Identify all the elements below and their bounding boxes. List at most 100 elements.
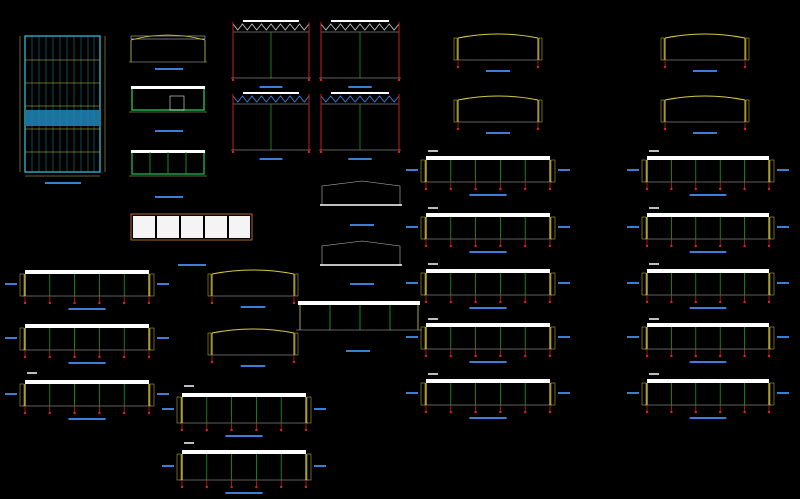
plan-title-bar <box>45 182 81 184</box>
frame-base-marker <box>743 300 746 304</box>
portal-frames[interactable] <box>231 20 401 160</box>
section-1-roof-profile <box>130 34 206 41</box>
section-3[interactable] <box>129 150 207 198</box>
arch-title-bar <box>693 70 717 72</box>
portal-frame-0[interactable] <box>231 20 311 88</box>
frame-title-bar <box>225 435 263 437</box>
frame-base-marker <box>548 354 552 358</box>
frame-left-hatch <box>641 159 647 183</box>
frame-base-marker <box>180 485 184 489</box>
frame-base-marker <box>280 485 283 489</box>
section-1[interactable] <box>129 34 207 70</box>
frame-left-tag <box>627 392 639 394</box>
gable-section-b[interactable] <box>320 240 402 285</box>
frame-title-bar <box>689 307 727 309</box>
frame-elevation-12[interactable] <box>627 269 789 309</box>
frame-roof <box>647 156 769 160</box>
frame-base-marker <box>98 355 101 359</box>
arched-section-5[interactable] <box>207 328 299 367</box>
frame-left-tag <box>162 408 174 410</box>
frame-base-marker <box>304 428 308 432</box>
arched-section-1[interactable] <box>660 33 750 72</box>
frame-elevation-1[interactable] <box>5 324 169 364</box>
frame-base-marker <box>767 300 771 304</box>
frame-title-bar <box>469 307 507 309</box>
frame-elevation-0[interactable] <box>5 270 169 310</box>
frame-roof <box>647 269 769 273</box>
frame-elevation-6[interactable] <box>406 213 570 253</box>
center-long-frame[interactable] <box>296 301 422 352</box>
frame-base-marker <box>123 355 126 359</box>
frame-elevation-7[interactable] <box>406 269 570 309</box>
frame-right-tag <box>777 336 789 338</box>
frame-base-marker <box>743 354 746 358</box>
frame-elevation-5[interactable] <box>406 156 570 196</box>
wall-panel-4 <box>205 216 227 238</box>
arch-left-hatch <box>207 273 212 297</box>
frame-elevation-2[interactable] <box>5 380 169 420</box>
frame-left-tag <box>406 336 418 338</box>
frame-right-hatch <box>769 272 775 296</box>
arched-roof-sections[interactable] <box>207 33 750 367</box>
frame-base-marker <box>499 187 502 191</box>
frame-elevation-14[interactable] <box>627 379 789 419</box>
frame-base-marker <box>48 301 51 305</box>
frame-base-marker <box>719 187 722 191</box>
frame-base-marker <box>73 411 76 415</box>
frame-elevation-9[interactable] <box>406 379 570 419</box>
plan-view[interactable] <box>19 35 106 184</box>
truss-base-right <box>397 150 401 154</box>
gable-b-outline <box>321 240 401 265</box>
portal-frame-1[interactable] <box>319 20 401 88</box>
frame-right-tag <box>558 282 570 284</box>
frame-right-tag <box>157 337 169 339</box>
gable-section-a[interactable] <box>320 180 402 226</box>
portal-frame-2[interactable] <box>231 92 311 160</box>
frame-right-hatch <box>769 159 775 183</box>
frame-base-marker <box>474 300 477 304</box>
frame-right-hatch <box>550 216 556 240</box>
wall-panel-elevation[interactable] <box>130 213 253 266</box>
frame-elevation-4[interactable] <box>162 450 326 494</box>
frame-base-marker <box>743 410 746 414</box>
frame-base-marker <box>73 355 76 359</box>
arched-section-4[interactable] <box>207 269 299 308</box>
frame-elevation-13[interactable] <box>627 323 789 363</box>
frame-title-bar <box>689 361 727 363</box>
frame-left-tag <box>406 282 418 284</box>
truss-title-bar <box>259 86 283 88</box>
truss-base-left <box>319 78 323 82</box>
frame-title-bar <box>68 418 106 420</box>
frame-header-tag-lower-1 <box>184 385 194 387</box>
frame-right-tag <box>558 169 570 171</box>
portal-frame-3[interactable] <box>319 92 401 160</box>
wall-panel-outline <box>130 213 253 241</box>
arched-section-3[interactable] <box>660 95 750 134</box>
frame-roof <box>182 393 306 397</box>
frame-title-bar <box>68 362 106 364</box>
arch-base-marker-right <box>536 127 540 131</box>
frame-header-tag-a <box>428 263 438 265</box>
arched-section-0[interactable] <box>453 33 543 72</box>
frame-roof <box>647 323 769 327</box>
section-2-title-bar <box>155 130 183 132</box>
frame-elevation-10[interactable] <box>627 156 789 196</box>
frame-roof <box>426 269 550 273</box>
frame-title-bar <box>469 194 507 196</box>
frame-header-tag-a <box>428 207 438 209</box>
arched-section-2[interactable] <box>453 95 543 134</box>
center-frame-title-bar <box>346 350 370 352</box>
frame-base-marker <box>123 411 126 415</box>
frame-elevation-8[interactable] <box>406 323 570 363</box>
frame-base-marker <box>670 410 673 414</box>
frame-elevation-11[interactable] <box>627 213 789 253</box>
long-elevations[interactable] <box>5 150 789 494</box>
frame-base-marker <box>449 187 452 191</box>
frame-elevation-3[interactable] <box>162 393 326 437</box>
frame-header-tag-a <box>428 150 438 152</box>
frame-left-tag <box>627 282 639 284</box>
frame-right-hatch <box>550 326 556 350</box>
frame-base-marker <box>449 300 452 304</box>
section-2[interactable] <box>129 86 207 132</box>
